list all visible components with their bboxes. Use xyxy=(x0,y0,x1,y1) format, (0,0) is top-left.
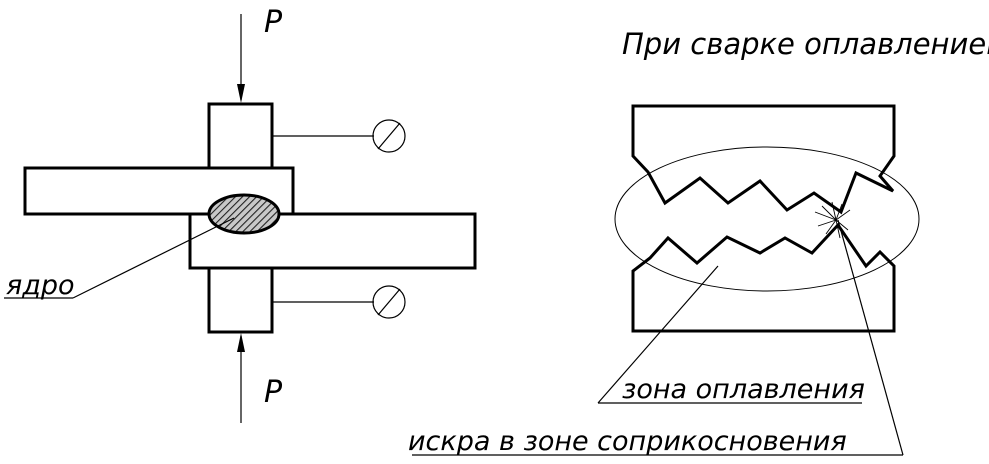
lower-sheet xyxy=(188,212,477,270)
force-arrow-top xyxy=(237,14,245,103)
upper-sheet xyxy=(23,166,295,216)
force-label-bottom: P xyxy=(264,375,283,410)
force-arrow-bottom xyxy=(237,333,245,423)
flash-welding-title: При сварке оплавлением xyxy=(622,27,989,61)
top-electrode xyxy=(207,102,274,170)
spark-label: искра в зоне соприкосновения xyxy=(408,426,847,457)
nugget-leader-line xyxy=(4,217,235,299)
power-terminal-bottom xyxy=(272,285,406,319)
flash-welding-drawing xyxy=(412,104,920,456)
fusion-zone-label: зона оплавления xyxy=(622,374,865,405)
fusion-zone-ellipse xyxy=(614,146,920,292)
power-terminal-top xyxy=(272,119,406,153)
bottom-electrode xyxy=(207,266,274,334)
nugget-label: ядро xyxy=(6,270,75,301)
force-label-top: P xyxy=(264,5,283,40)
weld-nugget xyxy=(207,193,281,235)
upper-workpiece xyxy=(631,104,896,215)
spark-leader xyxy=(412,219,904,456)
spot-welding-drawing xyxy=(4,14,477,423)
fusion-zone-leader xyxy=(597,265,862,404)
